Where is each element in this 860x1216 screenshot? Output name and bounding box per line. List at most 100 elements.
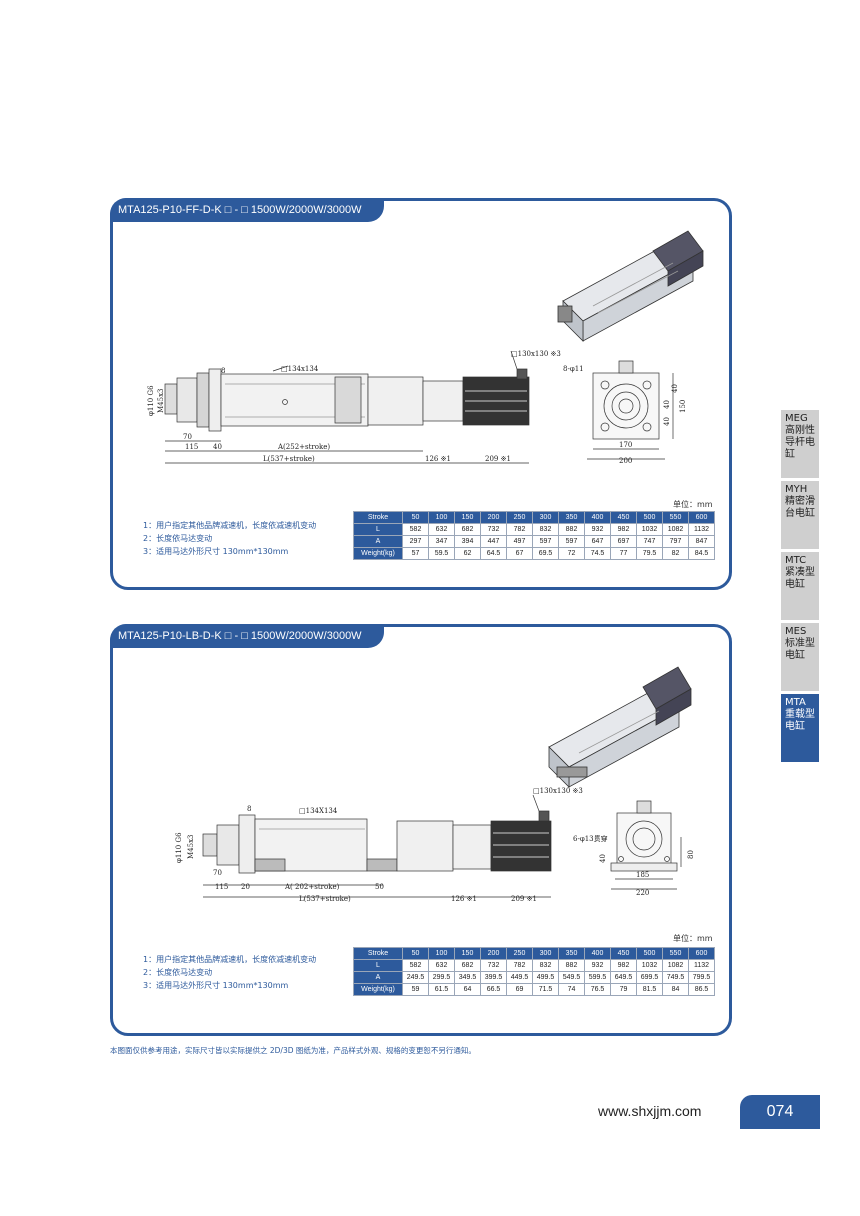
table-cell: 450 [610,947,637,960]
notes: 1：用户指定其他品牌减速机，长度依减速机变动 2：长度依马达变动 3：适用马达外… [143,519,316,558]
website[interactable]: www.shxjjm.com [598,1103,702,1119]
table-cell: 632 [428,959,455,972]
table-cell: 84 [662,983,689,996]
table-cell: 597 [532,535,559,548]
table-cell: 747 [636,535,663,548]
table-cell: 61.5 [428,983,455,996]
table-cell: 497 [506,535,533,548]
technical-drawing: 8 □134X134 □130x130 ※3 70 115 20 A( 202+… [175,666,695,903]
table-cell: 647 [584,535,611,548]
side-tab-mes[interactable]: MES 标准型电缸 [781,623,819,691]
product-render [557,230,704,342]
table-cell: 732 [480,523,507,536]
table-cell: 62 [454,547,481,560]
table-cell: 50 [402,947,429,960]
table-cell: 632 [428,523,455,536]
table-cell: 450 [610,511,637,524]
table-cell: 582 [402,523,429,536]
dim-holes: 6-φ13贯穿 [573,834,608,843]
side-tab-mtc[interactable]: MTC 紧凑型电缸 [781,552,819,620]
panel-ff: MTA125-P10-FF-D-K □ - □ 1500W/2000W/3000… [110,198,732,590]
dim-holes: 8-φ11 [563,365,584,373]
table-cell: 400 [584,511,611,524]
table-cell: 200 [480,947,507,960]
note-2: 2：长度依马达变动 [143,968,213,977]
dim-body-box: □134X134 [299,807,338,815]
table-cell: 297 [402,535,429,548]
front-view [587,360,674,460]
table-cell: 932 [584,959,611,972]
table-cell: 597 [558,535,585,548]
dim-40: 40 [213,443,222,451]
side-tab-name: 紧凑型电缸 [785,567,815,590]
table-cell: 71.5 [532,983,559,996]
dim-l: L(537+stroke) [299,895,351,903]
unit-label: 单位：mm [673,500,713,509]
table-cell: 150 [454,511,481,524]
dim-185: 185 [636,871,649,879]
front-view [610,800,682,890]
table-cell: 81.5 [636,983,663,996]
table-cell: 697 [610,535,637,548]
side-view [164,350,530,464]
dim-220: 220 [636,889,649,897]
table-cell: 67 [506,547,533,560]
table-cell: 69.5 [532,547,559,560]
table-cell: 847 [688,535,715,548]
dim-80: 80 [687,850,695,859]
table-cell: 682 [454,523,481,536]
table-cell: 64.5 [480,547,507,560]
notes: 1：用户指定其他品牌减速机，长度依减速机变动 2：长度依马达变动 3：适用马达外… [143,953,316,992]
side-tab-name: 重载型电缸 [785,709,815,732]
panel-title: MTA125-P10-FF-D-K □ - □ 1500W/2000W/3000… [110,198,384,222]
table-cell: 649.5 [610,971,637,984]
side-tab-meg[interactable]: MEG 高刚性导杆电缸 [781,410,819,478]
note-1: 1：用户指定其他品牌减速机，长度依减速机变动 [143,521,317,530]
dim-209: 209 ※1 [511,895,537,903]
table-cell: 782 [506,959,533,972]
table-cell: 1132 [688,959,715,972]
product-render [548,666,692,788]
side-tab-mta[interactable]: MTA 重载型电缸 [781,694,819,762]
table-cell: 1032 [636,959,663,972]
side-tab-code: MES [785,626,807,637]
table-cell: 394 [454,535,481,548]
table-cell: 74.5 [584,547,611,560]
table-cell: 782 [506,523,533,536]
table-cell: 86.5 [688,983,715,996]
dim-8: 8 [247,805,251,813]
table-cell: Weight(kg) [353,547,403,560]
dim-70: 70 [183,433,192,441]
table-cell: 799.5 [688,971,715,984]
table-cell: Weight(kg) [353,983,403,996]
side-tab-name: 精密滑台电缸 [785,496,815,519]
panel-title: MTA125-P10-LB-D-K □ - □ 1500W/2000W/3000… [110,624,384,648]
table-cell: 347 [428,535,455,548]
table-cell: 66.5 [480,983,507,996]
table-cell: 582 [402,959,429,972]
table-cell: 72 [558,547,585,560]
table-cell: 699.5 [636,971,663,984]
table-cell: 932 [584,523,611,536]
table-cell: 1082 [662,523,689,536]
panel-lb: MTA125-P10-LB-D-K □ - □ 1500W/2000W/3000… [110,624,732,1036]
table-cell: 599.5 [584,971,611,984]
side-tab-myh[interactable]: MYH 精密滑台电缸 [781,481,819,549]
dim-126: 126 ※1 [425,455,451,463]
table-cell: 249.5 [402,971,429,984]
table-cell: 797 [662,535,689,548]
note-2: 2：长度依马达变动 [143,534,213,543]
table-cell: 350 [558,947,585,960]
dim-motor-box: □130x130 ※3 [533,787,583,795]
table-cell: 76.5 [584,983,611,996]
table-cell: 399.5 [480,971,507,984]
dim-209: 209 ※1 [485,455,511,463]
dim-126: 126 ※1 [451,895,477,903]
table-cell: 349.5 [454,971,481,984]
table-cell: 1032 [636,523,663,536]
